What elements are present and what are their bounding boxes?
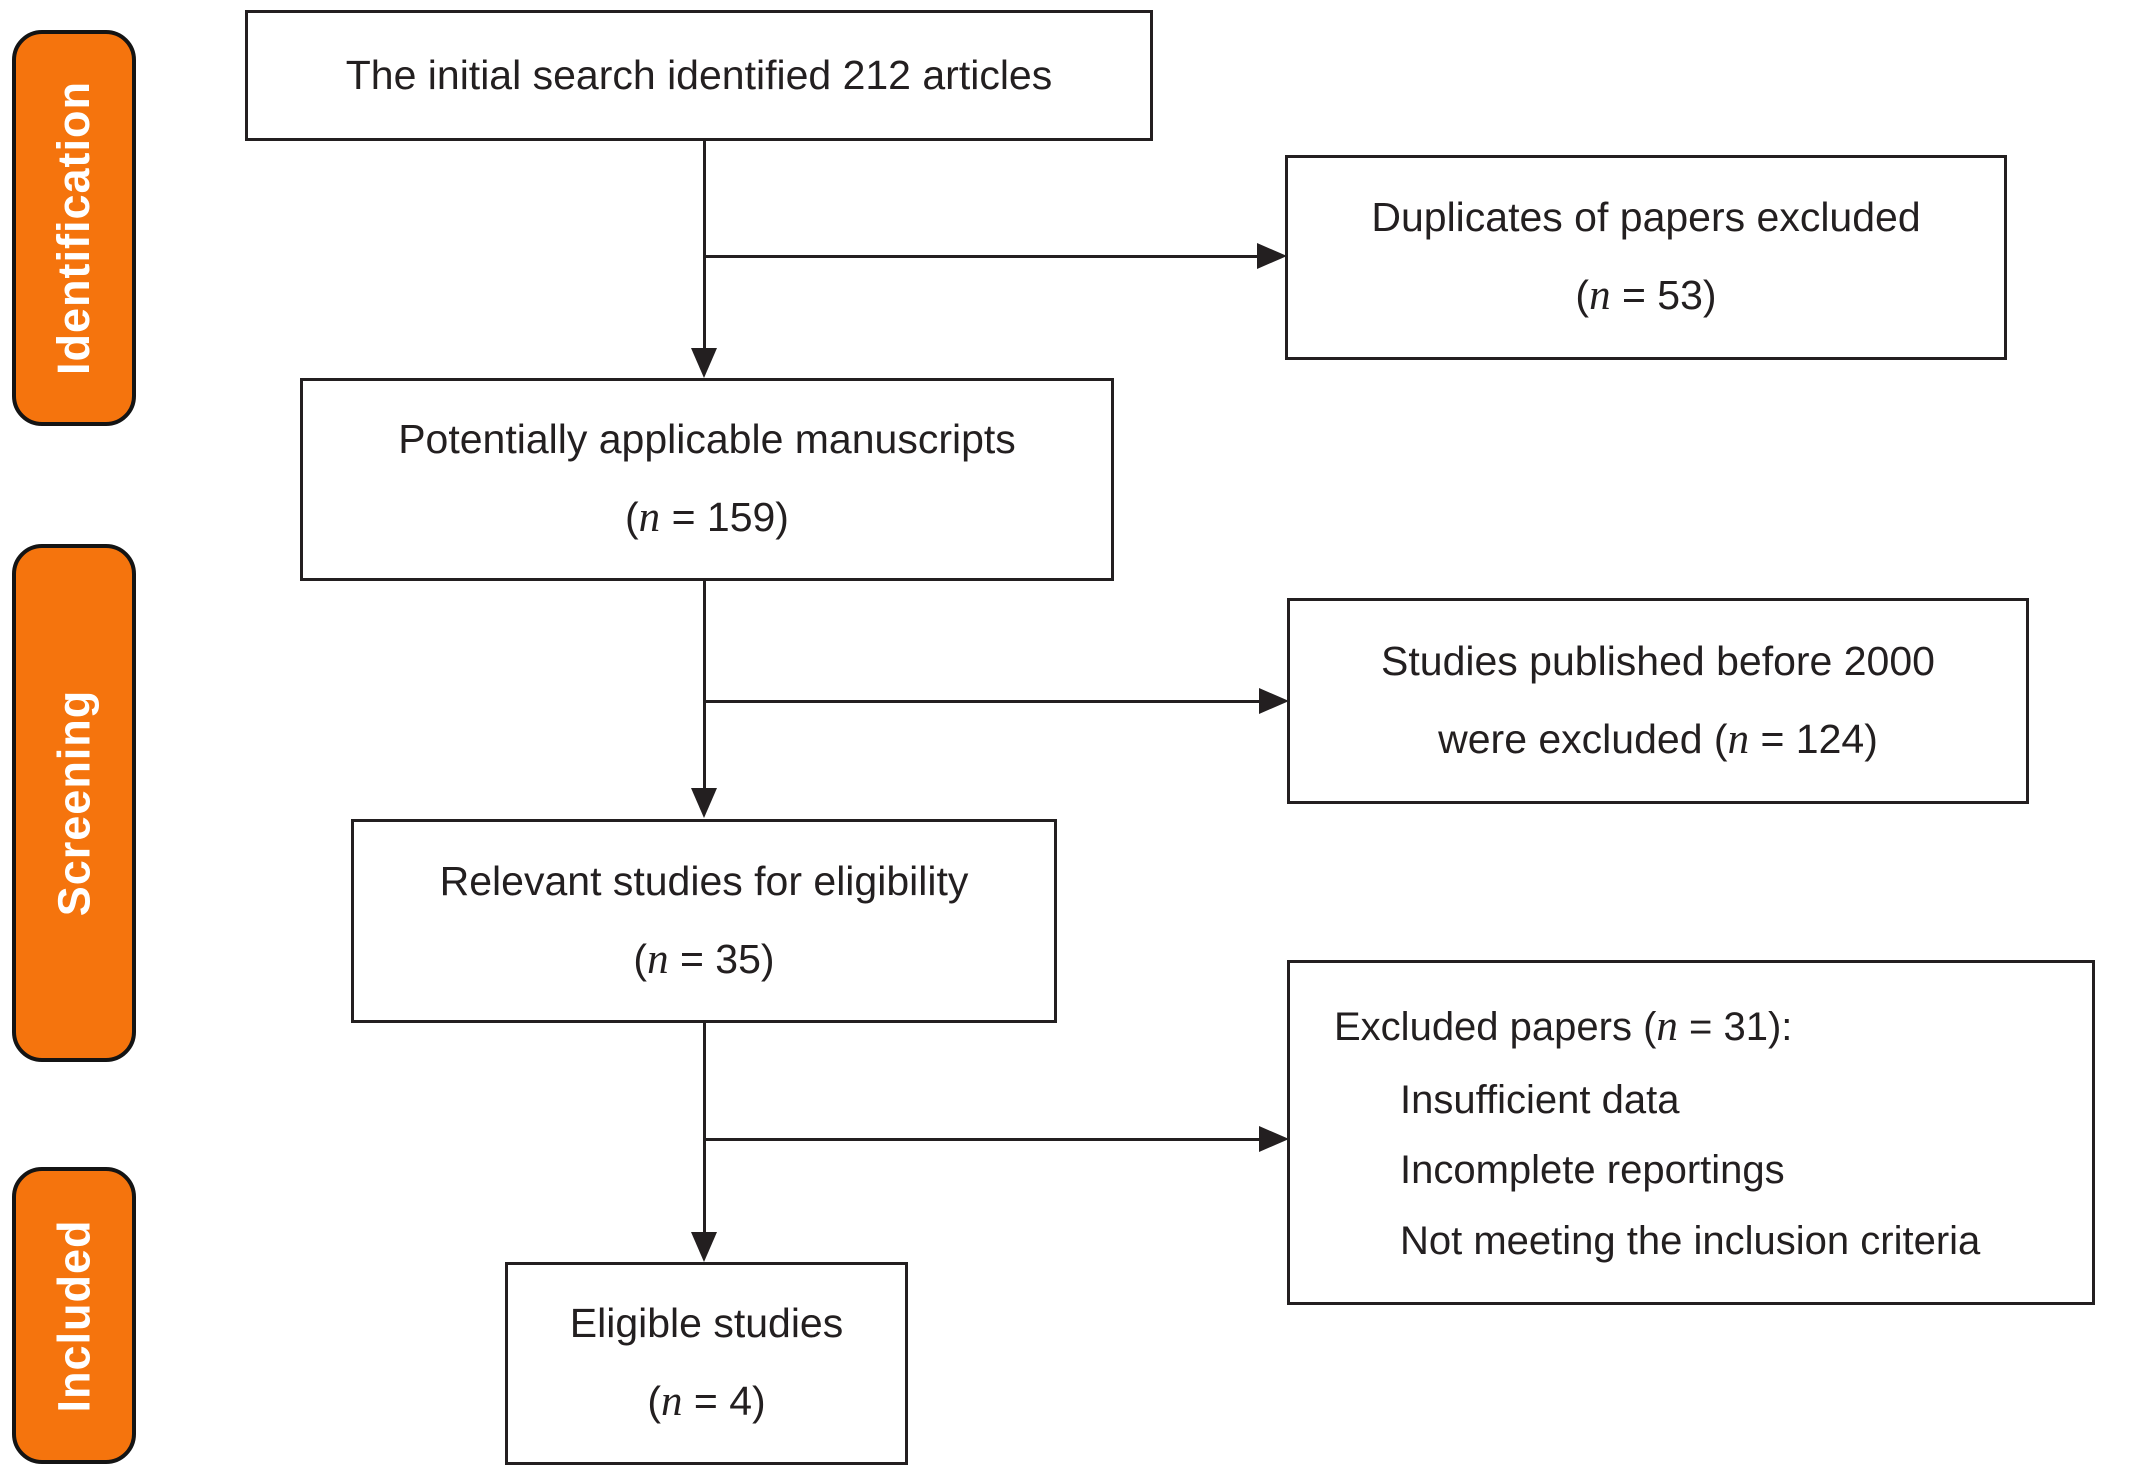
connector-relevant-to-eligible-line bbox=[703, 1023, 706, 1232]
count-n-italic: n bbox=[647, 935, 669, 983]
count-pre: ( bbox=[633, 935, 648, 982]
count-pre: ( bbox=[1575, 272, 1590, 319]
box-duplicates-excluded-text: Duplicates of papers excluded bbox=[1371, 194, 1921, 240]
stage-included: Included bbox=[12, 1167, 136, 1464]
count-n-italic: n bbox=[1589, 272, 1611, 320]
box-initial-search: The initial search identified 212 articl… bbox=[245, 10, 1153, 141]
arrowhead-into-relevant bbox=[691, 788, 717, 818]
count-pre: ( bbox=[625, 494, 639, 541]
box-eligible-studies-count: (n = 4) bbox=[647, 1375, 765, 1429]
arrowhead-into-eligible bbox=[691, 1232, 717, 1262]
count-post: = 31): bbox=[1677, 1005, 1793, 1050]
branch-to-duplicates-line bbox=[704, 255, 1257, 258]
box-initial-search-text: The initial search identified 212 articl… bbox=[345, 51, 1053, 98]
box-eligible-studies: Eligible studies (n = 4) bbox=[505, 1262, 908, 1465]
stage-identification: Identification bbox=[12, 30, 136, 426]
count-n-italic: n bbox=[1656, 1003, 1678, 1051]
connector-applicable-to-relevant-line bbox=[703, 581, 706, 788]
branch-to-before-2000-line bbox=[704, 700, 1259, 703]
box-potentially-applicable: Potentially applicable manuscripts (n = … bbox=[300, 378, 1114, 581]
box-eligible-studies-text: Eligible studies bbox=[569, 1300, 844, 1346]
stage-screening-label: Screening bbox=[48, 689, 100, 917]
connector-initial-to-applicable-line bbox=[703, 141, 706, 348]
box-potentially-applicable-text: Potentially applicable manuscripts bbox=[398, 416, 1016, 462]
count-pre: ( bbox=[647, 1378, 661, 1425]
arrowhead-into-before-2000 bbox=[1259, 688, 1289, 714]
count-n-italic: n bbox=[660, 1378, 683, 1426]
count-n-italic: n bbox=[638, 494, 661, 542]
box-relevant-studies-text: Relevant studies for eligibility bbox=[439, 857, 969, 904]
box-duplicates-excluded: Duplicates of papers excluded (n = 53) bbox=[1285, 155, 2007, 360]
box-duplicates-excluded-count: (n = 53) bbox=[1575, 269, 1716, 323]
count-pre: Excluded papers ( bbox=[1334, 1005, 1657, 1050]
stage-identification-label: Identification bbox=[48, 81, 99, 375]
arrowhead-into-duplicates bbox=[1257, 243, 1287, 269]
stage-screening: Screening bbox=[12, 544, 136, 1062]
box-potentially-applicable-count: (n = 159) bbox=[625, 491, 789, 545]
excluded-reason-item: Not meeting the inclusion criteria bbox=[1400, 1218, 1981, 1263]
count-post: = 53) bbox=[1610, 272, 1717, 319]
count-pre: were excluded ( bbox=[1438, 715, 1728, 762]
excluded-reason-item: Insufficient data bbox=[1400, 1077, 1680, 1122]
box-relevant-studies: Relevant studies for eligibility (n = 35… bbox=[351, 819, 1057, 1023]
box-before-2000-count: were excluded (n = 124) bbox=[1438, 713, 1878, 767]
branch-to-excluded-papers-line bbox=[704, 1138, 1259, 1141]
count-post: = 35) bbox=[668, 935, 775, 982]
count-n-italic: n bbox=[1727, 715, 1750, 763]
box-before-2000-excluded: Studies published before 2000 were exclu… bbox=[1287, 598, 2029, 804]
count-post: = 124) bbox=[1749, 715, 1878, 762]
arrowhead-into-excluded-papers bbox=[1259, 1126, 1289, 1152]
excluded-reason-item: Incomplete reportings bbox=[1400, 1148, 1785, 1193]
box-before-2000-text: Studies published before 2000 bbox=[1381, 637, 1935, 684]
box-excluded-papers: Excluded papers (n = 31): Insufficient d… bbox=[1287, 960, 2095, 1305]
count-post: = 4) bbox=[682, 1378, 766, 1425]
count-post: = 159) bbox=[660, 494, 789, 541]
box-relevant-studies-count: (n = 35) bbox=[633, 933, 774, 987]
box-excluded-papers-heading: Excluded papers (n = 31): bbox=[1334, 989, 1792, 1065]
arrowhead-into-applicable bbox=[691, 348, 717, 378]
stage-included-label: Included bbox=[48, 1218, 100, 1413]
